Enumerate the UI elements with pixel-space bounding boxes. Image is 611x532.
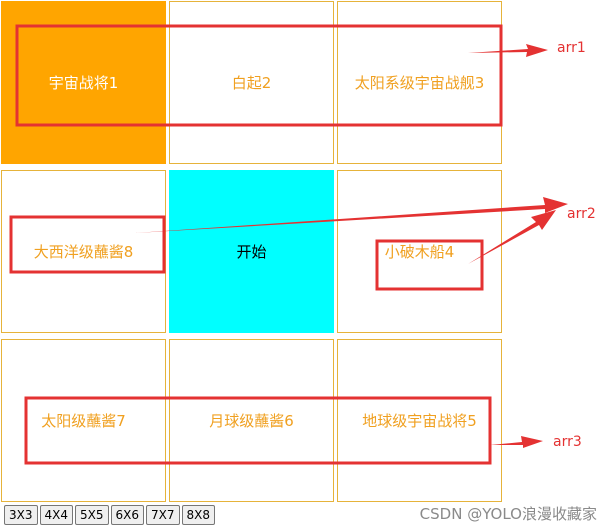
grid-cell-4[interactable]: 小破木船4 — [337, 170, 502, 333]
grid-size-buttons: 3X3 4X4 5X5 6X6 7X7 8X8 — [4, 505, 217, 525]
grid-cell-1[interactable]: 宇宙战将1 — [1, 1, 166, 164]
grid-cell-5[interactable]: 地球级宇宙战将5 — [337, 339, 502, 502]
size-3x3-button[interactable]: 3X3 — [4, 505, 38, 525]
cell-label: 白起2 — [231, 74, 272, 92]
size-8x8-button[interactable]: 8X8 — [181, 505, 215, 525]
grid-cell-7[interactable]: 太阳级蘸酱7 — [1, 339, 166, 502]
cell-label: 太阳系级宇宙战舰3 — [354, 74, 485, 92]
size-7x7-button[interactable]: 7X7 — [146, 505, 180, 525]
size-4x4-button[interactable]: 4X4 — [39, 505, 73, 525]
start-label: 开始 — [236, 243, 267, 261]
cell-label: 宇宙战将1 — [48, 74, 119, 92]
cell-label: 大西洋级蘸酱8 — [33, 243, 134, 261]
grid-cell-2[interactable]: 白起2 — [169, 1, 334, 164]
grid-cell-6[interactable]: 月球级蘸酱6 — [169, 339, 334, 502]
arr2-label: arr2 — [567, 206, 596, 222]
size-5x5-button[interactable]: 5X5 — [75, 505, 109, 525]
cell-label: 小破木船4 — [384, 243, 455, 261]
arr3-label: arr3 — [553, 434, 582, 450]
lottery-grid: 宇宙战将1 白起2 太阳系级宇宙战舰3 大西洋级蘸酱8 开始 小破木船4 太阳级… — [1, 1, 502, 502]
arr1-label: arr1 — [557, 40, 586, 56]
watermark: CSDN @YOLO浪漫收藏家 — [419, 505, 597, 523]
cell-label: 太阳级蘸酱7 — [41, 412, 126, 430]
size-6x6-button[interactable]: 6X6 — [110, 505, 144, 525]
cell-label: 地球级宇宙战将5 — [362, 412, 477, 430]
grid-cell-8[interactable]: 大西洋级蘸酱8 — [1, 170, 166, 333]
cell-label: 月球级蘸酱6 — [209, 412, 294, 430]
start-button[interactable]: 开始 — [169, 170, 334, 333]
grid-cell-3[interactable]: 太阳系级宇宙战舰3 — [337, 1, 502, 164]
